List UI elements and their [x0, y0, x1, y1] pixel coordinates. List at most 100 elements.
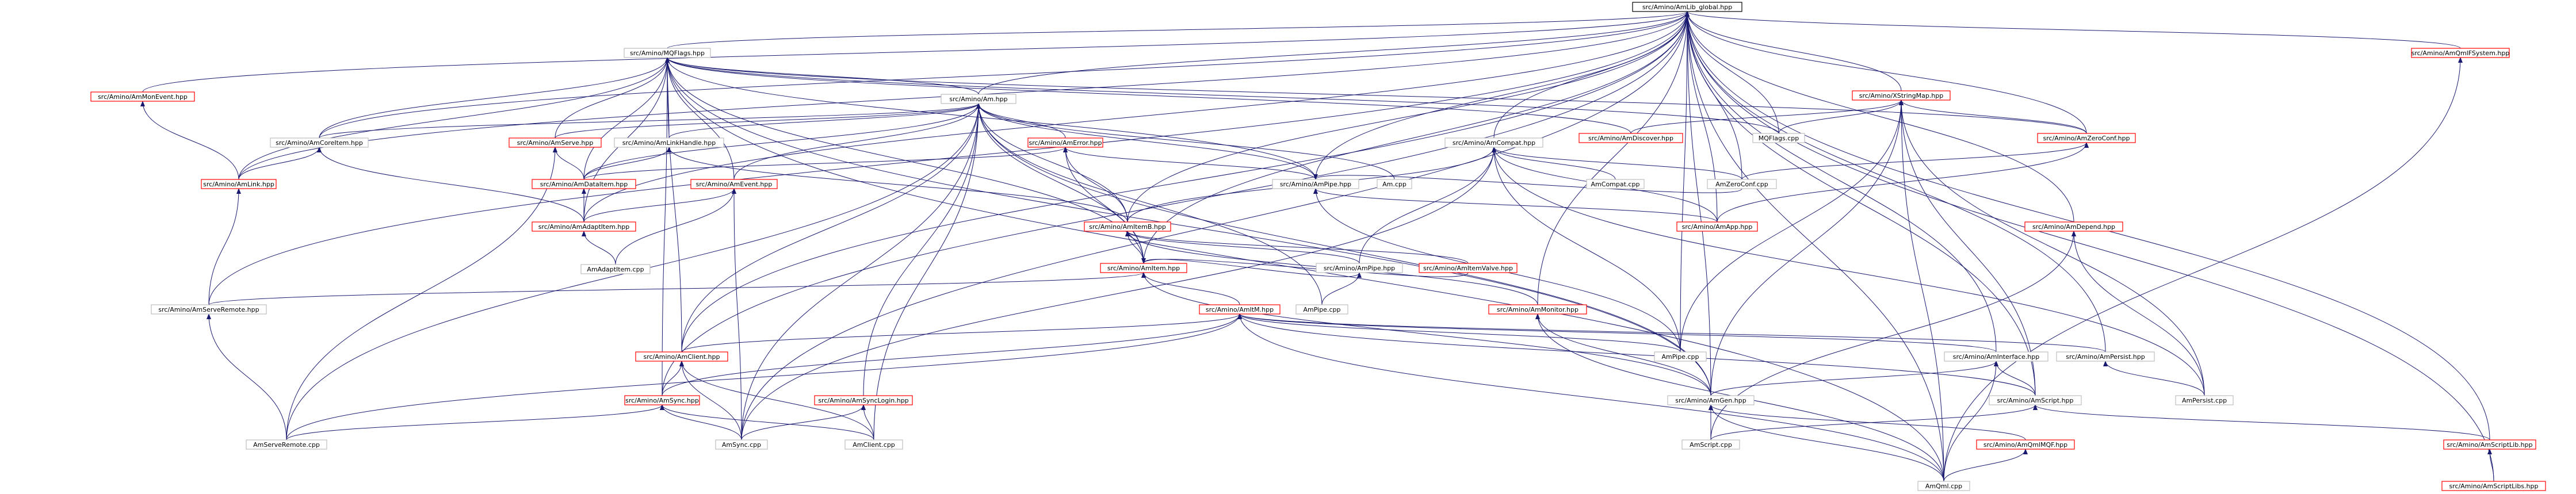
node-ampipecpp[interactable]: AmPipe.cpp	[1295, 304, 1348, 315]
node-scriptcpp[interactable]: AmScript.cpp	[1681, 439, 1740, 450]
edge-linkhandle-to-am	[668, 103, 981, 139]
node-ampersist[interactable]: src/Amino/AmPersist.hpp	[2056, 351, 2155, 362]
edge-amserve-to-am	[555, 103, 981, 139]
edge-ampipehpp2-to-amitem	[1141, 258, 1360, 277]
node-coreitem[interactable]: src/Amino/AmCoreItem.hpp	[270, 137, 369, 148]
edge-amlink-to-monevent	[140, 101, 239, 180]
node-box	[1654, 351, 1707, 362]
node-box	[1707, 179, 1777, 189]
edge-amserve-to-mqflags	[555, 57, 670, 139]
node-box	[1419, 263, 1518, 273]
node-mqflagscpp[interactable]: MQFlags.cpp	[1752, 133, 1805, 143]
node-box	[1377, 179, 1412, 189]
node-box	[1667, 395, 1755, 405]
node-amserve[interactable]: src/Amino/AmServe.hpp	[509, 137, 602, 148]
node-box	[246, 439, 327, 450]
node-layer: src/Amino/AmLib_global.hppsrc/Amino/MQFl…	[90, 2, 2546, 491]
node-amlink[interactable]: src/Amino/AmLink.hpp	[201, 179, 277, 189]
node-box	[2056, 351, 2155, 362]
node-ampipehpp2[interactable]: src/Amino/AmPipe.hpp	[1316, 263, 1403, 273]
node-label: src/Amino/AmQmlMQF.hpp	[1983, 441, 2067, 449]
edge-zeroconfcpp-to-root	[1685, 11, 1742, 180]
edge-amsync-to-amitm	[662, 313, 1242, 396]
node-itemvalve[interactable]: src/Amino/AmItemValve.hpp	[1419, 263, 1518, 273]
edge-amitm-to-amitem	[1141, 272, 1240, 305]
node-xstring[interactable]: src/Amino/XStringMap.hpp	[1852, 90, 1951, 101]
edge-amitemb-to-linkhandle	[667, 147, 1128, 223]
node-amcompat[interactable]: src/Amino/AmCompat.hpp	[1444, 137, 1543, 148]
node-compatcpp[interactable]: AmCompat.cpp	[1586, 179, 1645, 189]
node-amdiscover[interactable]: src/Amino/AmDiscover.hpp	[1579, 133, 1683, 143]
edge-adaptitem-to-amevent	[583, 188, 736, 223]
edge-zeroconf-to-mqflags	[665, 57, 2087, 134]
node-adaptitem[interactable]: src/Amino/AmAdaptItem.hpp	[532, 221, 636, 232]
edge-amgen-to-xstring	[1710, 99, 1904, 396]
node-amapp[interactable]: src/Amino/AmApp.hpp	[1676, 221, 1758, 232]
edge-adaptitemcpp-to-adaptitem	[582, 231, 616, 265]
edge-synccpp-to-root	[741, 11, 1690, 441]
node-label: src/Amino/AmPipe.hpp	[1280, 181, 1351, 188]
node-label: src/Amino/AmGen.hpp	[1675, 397, 1746, 404]
node-label: AmAdaptItem.cpp	[587, 266, 644, 273]
node-ammonitor[interactable]: src/Amino/AmMonitor.hpp	[1488, 304, 1587, 315]
node-dataitem[interactable]: src/Amino/AmDataItem.hpp	[532, 179, 636, 189]
node-amscript[interactable]: src/Amino/AmScript.hpp	[1989, 395, 2082, 405]
node-adaptitemcpp[interactable]: AmAdaptItem.cpp	[580, 264, 651, 274]
edge-qmlfs-to-root	[1685, 11, 2461, 49]
edge-ambiter-to-am	[976, 103, 1066, 139]
edge-amclient-to-root	[681, 11, 1690, 353]
node-clientcpp[interactable]: AmClient.cpp	[844, 439, 903, 450]
node-ampipe[interactable]: src/Amino/AmPipe.hpp	[1272, 179, 1359, 189]
node-monevent[interactable]: src/Amino/AmMonEvent.hpp	[90, 91, 195, 102]
node-amcpp[interactable]: Am.cpp	[1377, 179, 1412, 189]
node-box	[1586, 179, 1645, 189]
node-scriptlib[interactable]: src/Amino/AmScriptLib.hpp	[2443, 439, 2536, 450]
edge-am-to-root	[978, 11, 1690, 95]
edge-ampipe-to-ambiter	[1063, 147, 1316, 180]
node-scriptlibs[interactable]: src/Amino/AmScriptLibs.hpp	[2441, 481, 2546, 491]
node-synccpp[interactable]: AmSync.cpp	[715, 439, 768, 450]
node-qmlfs[interactable]: src/Amino/AmQmlFSystem.hpp	[2411, 48, 2510, 58]
edge-dataitem-to-linkhandle	[583, 147, 671, 180]
node-ampipecpp2[interactable]: AmPipe.cpp	[1654, 351, 1707, 362]
node-qmlcpp[interactable]: AmQml.cpp	[1917, 481, 1970, 491]
node-amevent[interactable]: src/Amino/AmEvent.hpp	[690, 179, 778, 189]
node-box	[1852, 90, 1951, 101]
node-amgen[interactable]: src/Amino/AmGen.hpp	[1667, 395, 1755, 405]
node-box	[509, 137, 602, 148]
edge-qmlcpp-to-amgen	[1709, 404, 1944, 482]
edge-coreitem-to-root	[319, 11, 1690, 139]
node-amclient[interactable]: src/Amino/AmClient.hpp	[635, 351, 728, 362]
node-serveremote[interactable]: src/Amino/AmServeRemote.hpp	[151, 304, 267, 315]
node-zeroconfcpp[interactable]: AmZeroConf.cpp	[1707, 179, 1777, 189]
node-amitemb[interactable]: src/Amino/AmItemB.hpp	[1084, 221, 1171, 232]
edge-amitemb-to-ambiter	[1063, 147, 1128, 223]
node-persistcpp[interactable]: AmPersist.cpp	[2175, 395, 2234, 405]
node-mqflags[interactable]: src/Amino/MQFlags.hpp	[624, 48, 711, 58]
node-box	[1272, 179, 1359, 189]
node-label: src/Amino/Am.hpp	[949, 95, 1007, 103]
node-box	[844, 439, 903, 450]
edge-ampipecpp2-to-amcompat	[1492, 147, 1681, 353]
node-box	[1989, 395, 2082, 405]
node-box	[1295, 304, 1348, 315]
node-label: AmPersist.cpp	[2182, 397, 2227, 404]
node-aminterface[interactable]: src/Amino/AmInterface.hpp	[1944, 351, 2048, 362]
edge-amsync-to-root	[662, 11, 1690, 396]
node-synclogin[interactable]: src/Amino/AmSyncLogin.hpp	[814, 395, 913, 405]
node-serveremotecpp[interactable]: AmServeRemote.cpp	[246, 439, 327, 450]
node-amsync[interactable]: src/Amino/AmSync.hpp	[624, 395, 700, 405]
node-zeroconf[interactable]: src/Amino/AmZeroConf.hpp	[2037, 133, 2136, 143]
edge-qmlcpp-to-qmlfs	[1943, 57, 2463, 482]
node-label: src/Amino/AmPipe.hpp	[1324, 265, 1395, 272]
node-amitm[interactable]: src/Amino/AmItM.hpp	[1199, 304, 1281, 315]
node-ambiter[interactable]: src/Amino/AmError.hpp	[1027, 137, 1103, 148]
node-qmlmqf[interactable]: src/Amino/AmQmlMQF.hpp	[1976, 439, 2075, 450]
node-box	[1100, 263, 1187, 273]
node-amdepend[interactable]: src/Amino/AmDepend.hpp	[2024, 221, 2123, 232]
edge-amsync-to-mqflags	[662, 57, 670, 396]
node-linkhandle[interactable]: src/Amino/AmLinkHandle.hpp	[614, 137, 724, 148]
node-am[interactable]: src/Amino/Am.hpp	[941, 94, 1016, 104]
node-amitem[interactable]: src/Amino/AmItem.hpp	[1100, 263, 1187, 273]
node-label: AmPipe.cpp	[1662, 353, 1699, 361]
